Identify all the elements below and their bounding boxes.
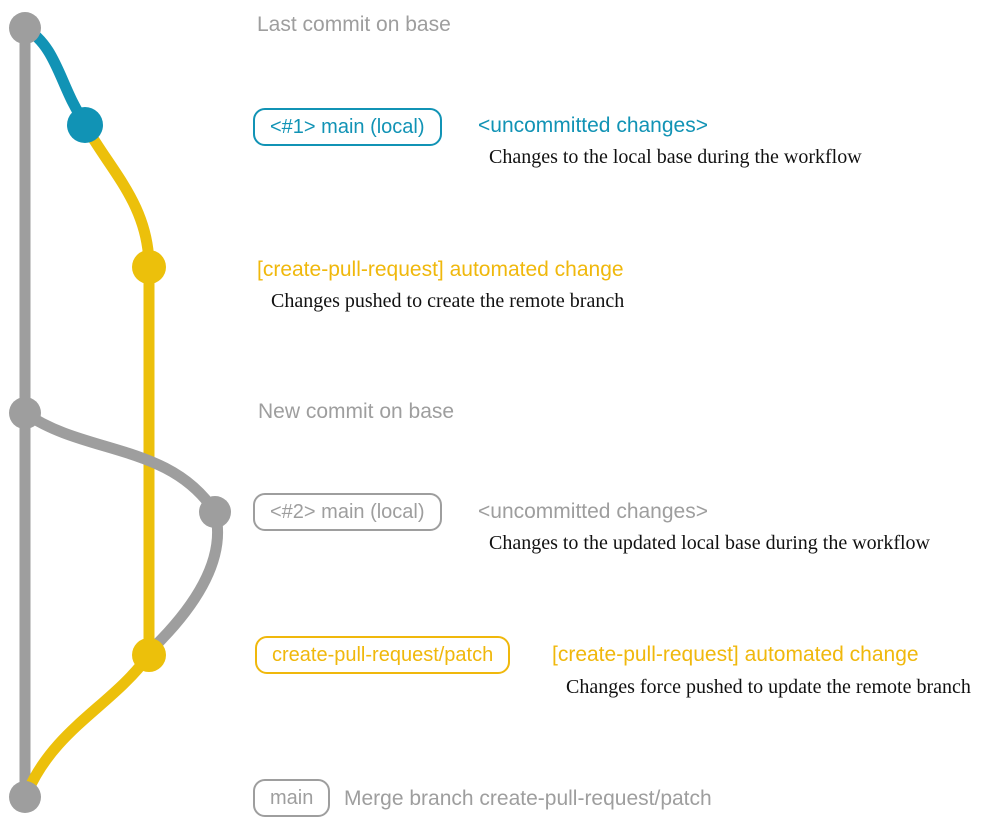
commit-dot-new-base xyxy=(9,397,41,429)
commit-dot-local-main-2 xyxy=(199,496,231,528)
commit-dot-last-base xyxy=(9,12,41,44)
commit-dot-patch-1 xyxy=(132,250,166,284)
last-commit-on-base-label: Last commit on base xyxy=(257,13,451,36)
rebase-line xyxy=(145,506,224,656)
automated-change-2-label: [create-pull-request] automated change xyxy=(552,643,919,666)
main-local-2-badge: <#2> main (local) xyxy=(253,493,442,531)
commit-dot-local-main-1 xyxy=(67,107,103,143)
updated-local-main-line xyxy=(19,407,221,518)
automated-change-2-description: Changes force pushed to update the remot… xyxy=(566,676,971,698)
uncommitted-changes-2-label: <uncommitted changes> xyxy=(478,500,708,523)
main-local-1-badge: <#1> main (local) xyxy=(253,108,442,146)
main-badge: main xyxy=(253,779,331,817)
commit-dot-patch-2 xyxy=(132,638,166,672)
commit-dot-merge xyxy=(9,781,41,813)
patch-branch-curve-line xyxy=(79,119,155,273)
patch-branch-badge: create-pull-request/patch xyxy=(255,636,511,674)
automated-change-1-description: Changes pushed to create the remote bran… xyxy=(271,290,625,312)
uncommitted-changes-1-label: <uncommitted changes> xyxy=(478,114,708,137)
merge-branch-label: Merge branch create-pull-request/patch xyxy=(344,787,712,810)
uncommitted-changes-2-description: Changes to the updated local base during… xyxy=(489,532,930,554)
new-commit-on-base-label: New commit on base xyxy=(258,400,455,423)
local-main-branch-line xyxy=(19,22,91,129)
uncommitted-changes-1-description: Changes to the local base during the wor… xyxy=(489,146,862,168)
automated-change-1-label: [create-pull-request] automated change xyxy=(257,258,624,281)
merge-line xyxy=(21,649,155,799)
